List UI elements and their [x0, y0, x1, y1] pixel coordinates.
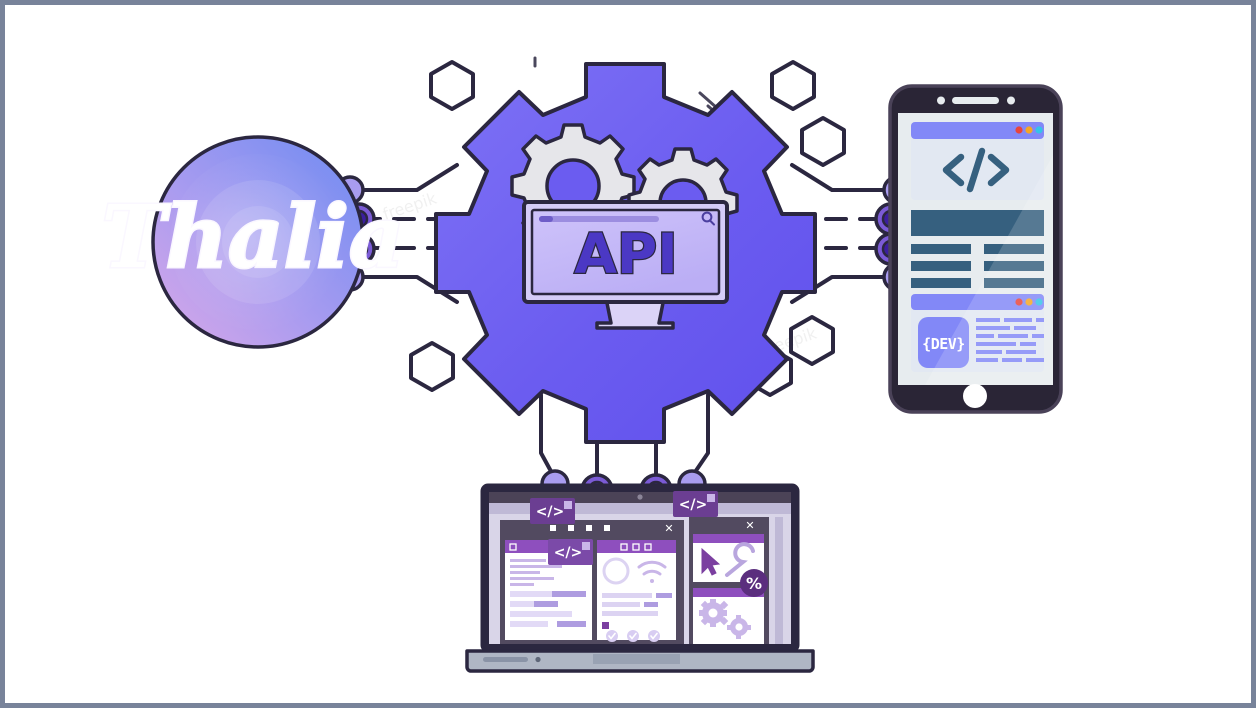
percent-badge-label: % — [746, 574, 762, 593]
mobile-device: {DEV} — [888, 84, 1063, 414]
hexagon-icon — [789, 315, 835, 366]
window-dot-cyan — [1035, 126, 1043, 134]
window-dot-cyan — [1035, 298, 1043, 306]
monitor-screen — [530, 208, 721, 296]
logo-inner-glow — [222, 206, 294, 278]
check-icons — [606, 630, 660, 642]
thalia-logo: Thalia — [100, 135, 406, 349]
cursor-icon — [701, 547, 721, 576]
laptop-base-dot — [535, 656, 541, 663]
phone-home-button — [963, 384, 987, 408]
phone-code-lines — [976, 318, 1044, 362]
laptop-device: ✕ — [465, 483, 815, 673]
tick-mark — [698, 91, 719, 110]
connector-line-solid — [790, 163, 900, 192]
api-label: API — [574, 222, 677, 286]
phone-speaker — [937, 96, 1015, 105]
window-close-label: ✕ — [745, 519, 754, 532]
gear-icon — [699, 599, 729, 627]
connector-line-solid — [348, 163, 459, 192]
pane-titlebar — [693, 534, 764, 543]
pane-controls — [620, 543, 652, 551]
close-icon — [564, 501, 572, 509]
pane-text-lines — [510, 559, 562, 586]
code-tag-label: </> — [554, 545, 583, 561]
phone-sensor — [937, 96, 945, 105]
phone-bar — [911, 278, 971, 288]
phone-bar — [911, 244, 971, 254]
pane-blocks — [510, 591, 572, 627]
hexagon-icon — [429, 60, 475, 111]
laptop-pane-middle — [597, 540, 676, 640]
logo-inner-glow — [196, 180, 320, 304]
browser-url-bar-tip — [539, 216, 553, 222]
code-tag-badge: </> — [673, 491, 718, 517]
api-monitor: API — [522, 200, 729, 330]
code-tag-label: </> — [679, 497, 708, 513]
window-dot-red — [1015, 298, 1023, 306]
phone-window-titlebar — [911, 122, 1044, 139]
phone-bar — [911, 210, 1044, 236]
phone-bar — [984, 261, 1044, 271]
window-dot-orange — [1025, 298, 1033, 306]
code-tag-label: </> — [536, 504, 565, 520]
window-close-label: ✕ — [664, 522, 673, 535]
pane-titlebar — [693, 588, 764, 597]
hexagon-icon — [770, 60, 816, 111]
search-icon — [701, 211, 715, 226]
pane-control — [509, 543, 517, 551]
gear-icon — [727, 615, 751, 639]
laptop-base-strip — [483, 657, 528, 662]
connector-line-solid — [691, 393, 710, 477]
phone-bar — [984, 278, 1044, 288]
pane-highlight-blocks — [534, 591, 586, 627]
browser-url-bar — [539, 216, 659, 222]
hexagon-icon — [800, 116, 846, 167]
close-icon — [707, 494, 715, 502]
laptop-scrollbar — [775, 517, 783, 644]
window-dot-red — [1015, 126, 1023, 134]
connector-line-solid — [539, 393, 555, 477]
close-icon — [582, 542, 590, 550]
code-tag-badge: </> — [530, 498, 575, 524]
dev-badge-label: {DEV} — [922, 335, 965, 353]
logo-inner-glow — [170, 154, 346, 330]
phone-gloss — [925, 155, 1053, 385]
laptop-webcam — [637, 494, 643, 500]
dev-badge — [918, 317, 969, 368]
percent-badge — [740, 569, 768, 597]
progress-circle-icon — [602, 557, 630, 585]
pane-highlight-blocks — [602, 593, 672, 629]
decoration-hexagons — [409, 60, 846, 397]
pane-text-lines — [602, 593, 658, 616]
phone-camera — [1007, 96, 1015, 105]
phone-bar — [984, 244, 1044, 254]
phone-bar — [911, 261, 971, 271]
phone-window-titlebar — [911, 294, 1044, 310]
wrench-icon — [725, 542, 755, 577]
window-controls — [550, 525, 610, 531]
api-gear-hub: API — [434, 62, 817, 444]
code-icon — [942, 147, 1010, 193]
wifi-icon — [637, 560, 667, 583]
pane-titlebar — [597, 540, 676, 553]
window-dot-orange — [1025, 126, 1033, 134]
code-tag-badge: </> — [548, 539, 593, 565]
diagram-stage: freepik freepik freepik freepik freepik — [5, 5, 1251, 703]
laptop-toolbar — [489, 503, 791, 514]
logo-wordmark: Thalia — [101, 187, 404, 288]
laptop-trackpad — [593, 654, 680, 664]
hexagon-icon — [409, 341, 455, 392]
